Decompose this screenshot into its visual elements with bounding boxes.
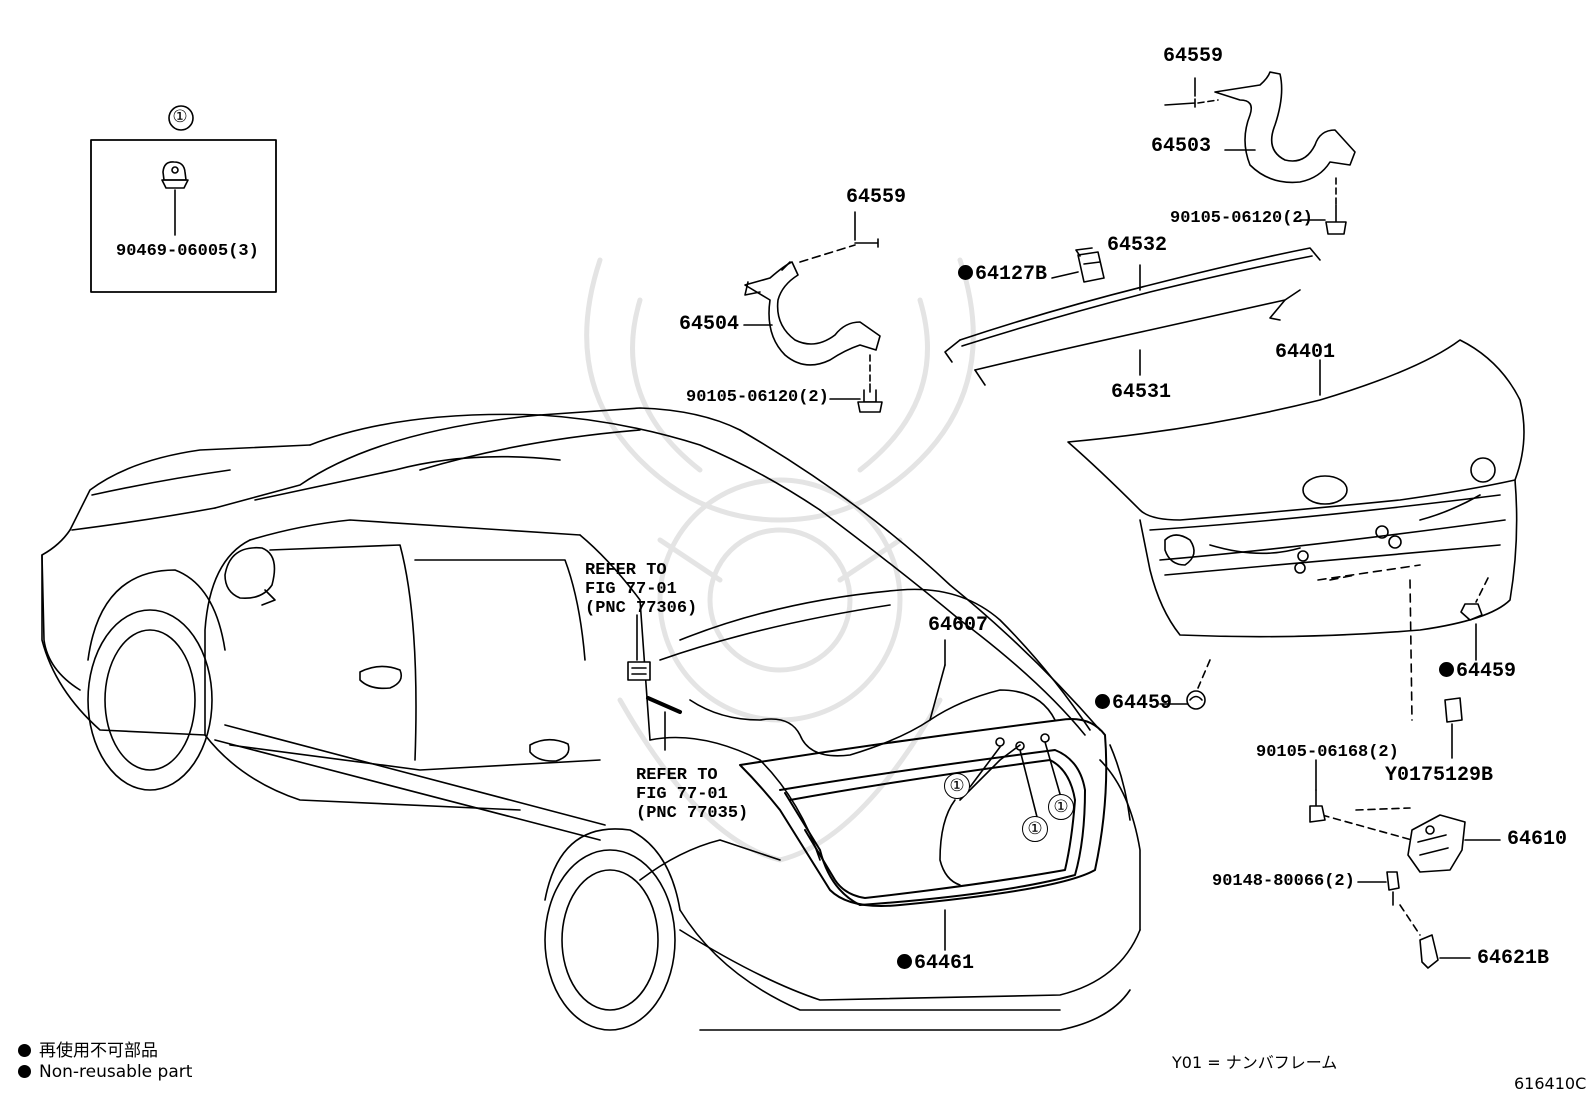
part-label-90105-06168[interactable]: 90105-06168(2) xyxy=(1256,743,1399,762)
refer-note-77306[interactable]: REFER TO FIG 77-01 (PNC 77306) xyxy=(585,561,697,618)
part-label-64559-left[interactable]: 64559 xyxy=(846,186,907,209)
refer-note-line2: FIG 77-01 xyxy=(585,580,677,599)
part-label-64503[interactable]: 64503 xyxy=(1151,135,1212,158)
tailgate-outline xyxy=(739,718,1108,907)
part-label-64607[interactable]: 64607 xyxy=(928,614,989,637)
bolt-90105-06168 xyxy=(1309,789,1326,823)
refer-note-line3: (PNC 77035) xyxy=(636,804,749,823)
legend-dot-icon xyxy=(18,1065,31,1078)
striker-64621b xyxy=(1419,934,1439,969)
non-reusable-dot-icon xyxy=(1439,662,1454,677)
connector-77306 xyxy=(627,614,651,681)
hinge-64504 xyxy=(744,261,881,366)
non-reusable-dot-icon xyxy=(1095,694,1110,709)
refer-note-line3: (PNC 77306) xyxy=(585,599,698,618)
part-label-64459-right[interactable]: 64459 xyxy=(1439,662,1516,682)
part-label-90105-06120-left[interactable]: 90105-06120(2) xyxy=(686,388,829,407)
leader-grommet-right xyxy=(1475,577,1489,603)
trunk-lid-64401 xyxy=(1067,339,1525,638)
legend-jp: 再使用不可部品 xyxy=(18,1036,158,1061)
front-wheel xyxy=(87,569,226,791)
clip-fastener-icon xyxy=(161,161,189,236)
torsion-bar-64531 xyxy=(974,289,1301,386)
part-label-90148-80066[interactable]: 90148-80066(2) xyxy=(1212,872,1355,891)
part-label-64504[interactable]: 64504 xyxy=(679,313,740,336)
refer-note-line1: REFER TO xyxy=(585,561,667,580)
part-label-64401[interactable]: 64401 xyxy=(1275,341,1336,364)
grommet-64459-left xyxy=(1186,690,1206,710)
footnote-y01: Y01 = ナンバフレーム xyxy=(1172,1053,1338,1072)
rear-wheel xyxy=(544,828,681,1031)
leader-striker xyxy=(1399,904,1421,936)
non-reusable-dot-icon xyxy=(958,265,973,280)
lock-assembly-64610 xyxy=(1407,814,1466,873)
connector-marker-1b: ① xyxy=(1022,816,1048,842)
part-label-64127b-text: 64127B xyxy=(975,263,1048,286)
legend-jp-text: 再使用不可部品 xyxy=(39,1041,158,1061)
refer-note-77035[interactable]: REFER TO FIG 77-01 (PNC 77035) xyxy=(636,766,748,823)
wire-harness-64607 xyxy=(689,664,1056,886)
figure-code: 616410C xyxy=(1514,1074,1587,1093)
refer-note-line2: FIG 77-01 xyxy=(636,785,728,804)
part-label-y0175129b[interactable]: Y0175129B xyxy=(1385,764,1494,787)
inset-marker: ① xyxy=(172,107,188,126)
part-label-64531[interactable]: 64531 xyxy=(1111,381,1172,404)
bolt-90105-left xyxy=(857,383,883,413)
part-label-64459-right-text: 64459 xyxy=(1456,660,1517,683)
bolt-90148-80066 xyxy=(1386,871,1400,906)
vehicle-outline xyxy=(41,407,1141,1031)
non-reusable-dot-icon xyxy=(897,954,912,969)
part-label-64610[interactable]: 64610 xyxy=(1507,828,1568,851)
bracket-64127b xyxy=(1075,247,1105,283)
license-frame-guide xyxy=(1317,564,1421,721)
part-label-64532[interactable]: 64532 xyxy=(1107,234,1168,257)
leader-grommet-left xyxy=(1197,659,1211,689)
bolt-90105-right xyxy=(1325,204,1347,235)
part-label-64459-left[interactable]: 64459 xyxy=(1095,694,1172,714)
connector-marker-1c: ① xyxy=(1048,794,1074,820)
side-mirror xyxy=(224,546,276,606)
leader-64559-top xyxy=(1197,99,1219,104)
part-label-64621b[interactable]: 64621B xyxy=(1477,947,1550,970)
refer-note-line1: REFER TO xyxy=(636,766,718,785)
leader-64559-left xyxy=(799,244,856,263)
legend-en: Non-reusable part xyxy=(18,1062,192,1082)
hinge-64503 xyxy=(1214,71,1356,184)
bolt-64559-left xyxy=(854,238,879,248)
grommet-64459-right xyxy=(1460,603,1483,621)
torsion-bar-64532 xyxy=(944,247,1321,363)
connector-77035 xyxy=(646,696,682,751)
part-label-64127b[interactable]: 64127B xyxy=(958,265,1047,285)
bolt-64559-top xyxy=(1164,98,1196,108)
part-label-64461[interactable]: 64461 xyxy=(897,954,974,974)
part-label-90105-06120-right[interactable]: 90105-06120(2) xyxy=(1170,209,1313,228)
leader-lock xyxy=(1321,807,1413,841)
inset-box xyxy=(90,105,277,293)
part-label-64459-left-text: 64459 xyxy=(1112,692,1173,715)
part-label-90469-06005[interactable]: 90469-06005(3) xyxy=(116,242,259,261)
frame-pad-y0175129b xyxy=(1444,697,1463,723)
legend-en-text: Non-reusable part xyxy=(39,1062,193,1082)
legend-dot-icon xyxy=(18,1044,31,1057)
label-leaders xyxy=(743,77,1501,959)
connector-marker-1a: ① xyxy=(944,773,970,799)
part-label-64559-top[interactable]: 64559 xyxy=(1163,45,1224,68)
part-label-64461-text: 64461 xyxy=(914,952,975,975)
